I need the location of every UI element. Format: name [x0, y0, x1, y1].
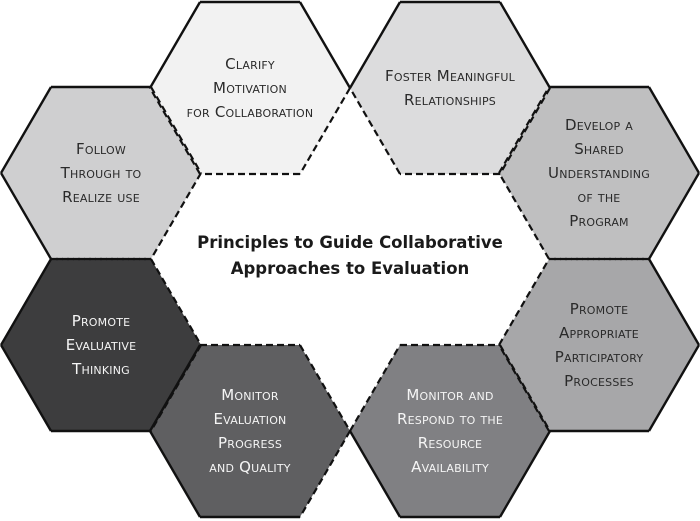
principle-line: Program: [569, 212, 629, 230]
dashed-edge-promote-participatory: [498, 258, 550, 346]
hexagon-promote-participatory: [499, 259, 699, 431]
dashed-edge-follow-through: [150, 86, 202, 174]
title-line-1: Principles to Guide Collaborative: [197, 233, 503, 252]
principle-line: Monitor: [221, 386, 279, 404]
solid-edge-develop-understanding: [647, 86, 700, 174]
dashed-edge-monitor-progress: [299, 344, 351, 432]
solid-edge-follow-through: [0, 172, 53, 260]
dashed-edge-monitor-resources: [499, 344, 551, 432]
title-line-2: Approaches to Evaluation: [230, 259, 470, 278]
solid-edge-promote-thinking: [0, 258, 53, 346]
solid-edge-promote-participatory: [647, 258, 700, 346]
solid-edge-promote-participatory: [647, 344, 700, 432]
hexagon-follow-through: [1, 87, 201, 259]
principle-line: Participatory: [554, 348, 644, 366]
principle-line: Monitor and: [406, 386, 494, 404]
principle-line: Appropriate: [559, 324, 639, 342]
principle-line: and Quality: [209, 458, 291, 476]
solid-edge-clarify-motivation: [298, 1, 352, 89]
principle-line: for Collaboration: [186, 103, 314, 121]
principle-line: of the: [577, 188, 621, 206]
principle-line: Evaluation: [213, 410, 287, 428]
solid-edge-monitor-resources: [498, 430, 552, 518]
principle-line: Relationships: [404, 91, 496, 109]
principle-line: Motivation: [213, 79, 287, 97]
dashed-edge-develop-understanding: [498, 172, 550, 260]
principle-line: Clarify: [225, 55, 275, 73]
solid-edge-monitor-progress: [148, 430, 202, 518]
hexagon-foster-relationships: [350, 2, 550, 174]
solid-edge-follow-through: [0, 86, 53, 174]
hexagon-develop-understanding: [499, 87, 699, 259]
dashed-edge-monitor-resources: [349, 344, 401, 432]
principle-line: Thinking: [72, 360, 130, 378]
hexagon-monitor-resources: [350, 345, 550, 517]
solid-edge-clarify-motivation: [148, 1, 202, 89]
principle-line: Promote: [569, 300, 629, 318]
dashed-edge-foster-relationships: [499, 87, 551, 175]
principle-line: Shared: [574, 140, 624, 158]
solid-edge-monitor-resources: [348, 430, 402, 518]
principle-line: Evaluative: [65, 336, 137, 354]
solid-edge-promote-thinking: [0, 344, 53, 432]
principle-line: Develop a: [564, 116, 634, 134]
principle-line: Availability: [411, 458, 489, 476]
principle-line: Understanding: [548, 164, 650, 182]
dashed-edge-monitor-progress: [299, 430, 351, 518]
solid-edge-foster-relationships: [498, 1, 552, 89]
principle-line: Foster Meaningful: [385, 67, 515, 85]
principle-line: Processes: [564, 372, 634, 390]
principle-line: Progress: [217, 434, 283, 452]
principle-line: Follow: [76, 140, 126, 158]
solid-edge-develop-understanding: [647, 172, 700, 260]
principle-line: Resource: [417, 434, 483, 452]
principle-line: Respond to the: [397, 410, 503, 428]
dashed-edge-follow-through: [150, 172, 202, 260]
dashed-edge-clarify-motivation: [149, 87, 201, 175]
hexagon-monitor-progress: [150, 345, 350, 517]
dashed-edge-develop-understanding: [498, 86, 550, 174]
dashed-edge-foster-relationships: [349, 87, 401, 175]
dashed-edge-promote-thinking: [150, 258, 202, 346]
solid-edge-foster-relationships: [348, 1, 402, 89]
principle-line: Through to: [60, 164, 142, 182]
principle-line: Promote: [71, 312, 131, 330]
diagram-title: Principles to Guide Collaborative Approa…: [175, 230, 525, 282]
principle-line: Realize use: [62, 188, 140, 206]
dashed-edge-promote-thinking: [150, 344, 202, 432]
hexagon-promote-thinking: [1, 259, 201, 431]
dashed-edge-clarify-motivation: [299, 87, 351, 175]
hexagon-clarify-motivation: [150, 2, 350, 174]
